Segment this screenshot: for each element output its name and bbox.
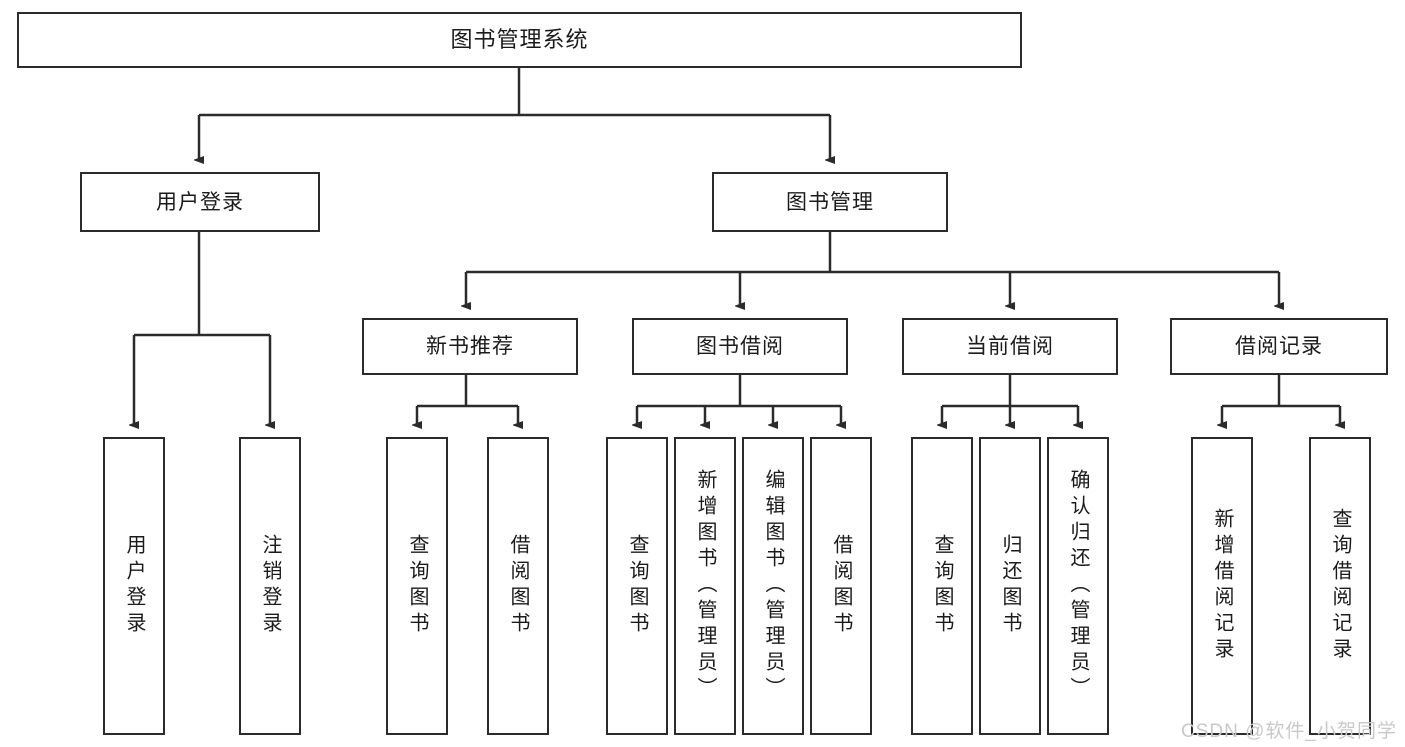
leaf-query-borrow-record[interactable]: 查询借阅记录 [1309,437,1371,735]
leaf-label: 借阅图书 [507,534,529,638]
leaf-borrow-book[interactable]: 借阅图书 [810,437,872,735]
leaf-label: 借阅图书 [830,534,852,638]
leaf-add-borrow-record[interactable]: 新增借阅记录 [1191,437,1253,735]
leaf-label: 查询借阅记录 [1329,508,1351,664]
leaf-label: 查询图书 [406,534,428,638]
watermark: CSDN @软件_小贺同学 [1181,721,1397,742]
node-book-management[interactable]: 图书管理 [712,172,948,232]
node-root-system[interactable]: 图书管理系统 [17,12,1022,68]
leaf-label: 新增图书（管理员） [694,469,716,703]
leaf-label: 查询图书 [626,534,648,638]
leaf-label: 用户登录 [123,534,145,638]
node-book-borrow[interactable]: 图书借阅 [632,318,848,375]
node-current-borrow[interactable]: 当前借阅 [902,318,1118,375]
leaf-logout[interactable]: 注销登录 [239,437,301,735]
leaf-confirm-return[interactable]: 确认归还（管理员） [1047,437,1109,735]
leaf-label: 查询图书 [931,534,953,638]
leaf-user-login[interactable]: 用户登录 [103,437,165,735]
leaf-label: 新增借阅记录 [1211,508,1233,664]
leaf-label: 归还图书 [999,534,1021,638]
leaf-add-book[interactable]: 新增图书（管理员） [674,437,736,735]
node-borrow-record[interactable]: 借阅记录 [1170,318,1388,375]
leaf-query-book-borrow[interactable]: 查询图书 [606,437,668,735]
node-user-login[interactable]: 用户登录 [80,172,320,232]
leaf-label: 编辑图书（管理员） [762,469,784,703]
leaf-query-book-current[interactable]: 查询图书 [911,437,973,735]
leaf-return-book[interactable]: 归还图书 [979,437,1041,735]
leaf-borrow-book-recommend[interactable]: 借阅图书 [487,437,549,735]
node-new-book-recommend[interactable]: 新书推荐 [362,318,578,375]
leaf-label: 注销登录 [259,534,281,638]
leaf-query-book-recommend[interactable]: 查询图书 [386,437,448,735]
leaf-edit-book[interactable]: 编辑图书（管理员） [742,437,804,735]
leaf-label: 确认归还（管理员） [1067,469,1089,703]
